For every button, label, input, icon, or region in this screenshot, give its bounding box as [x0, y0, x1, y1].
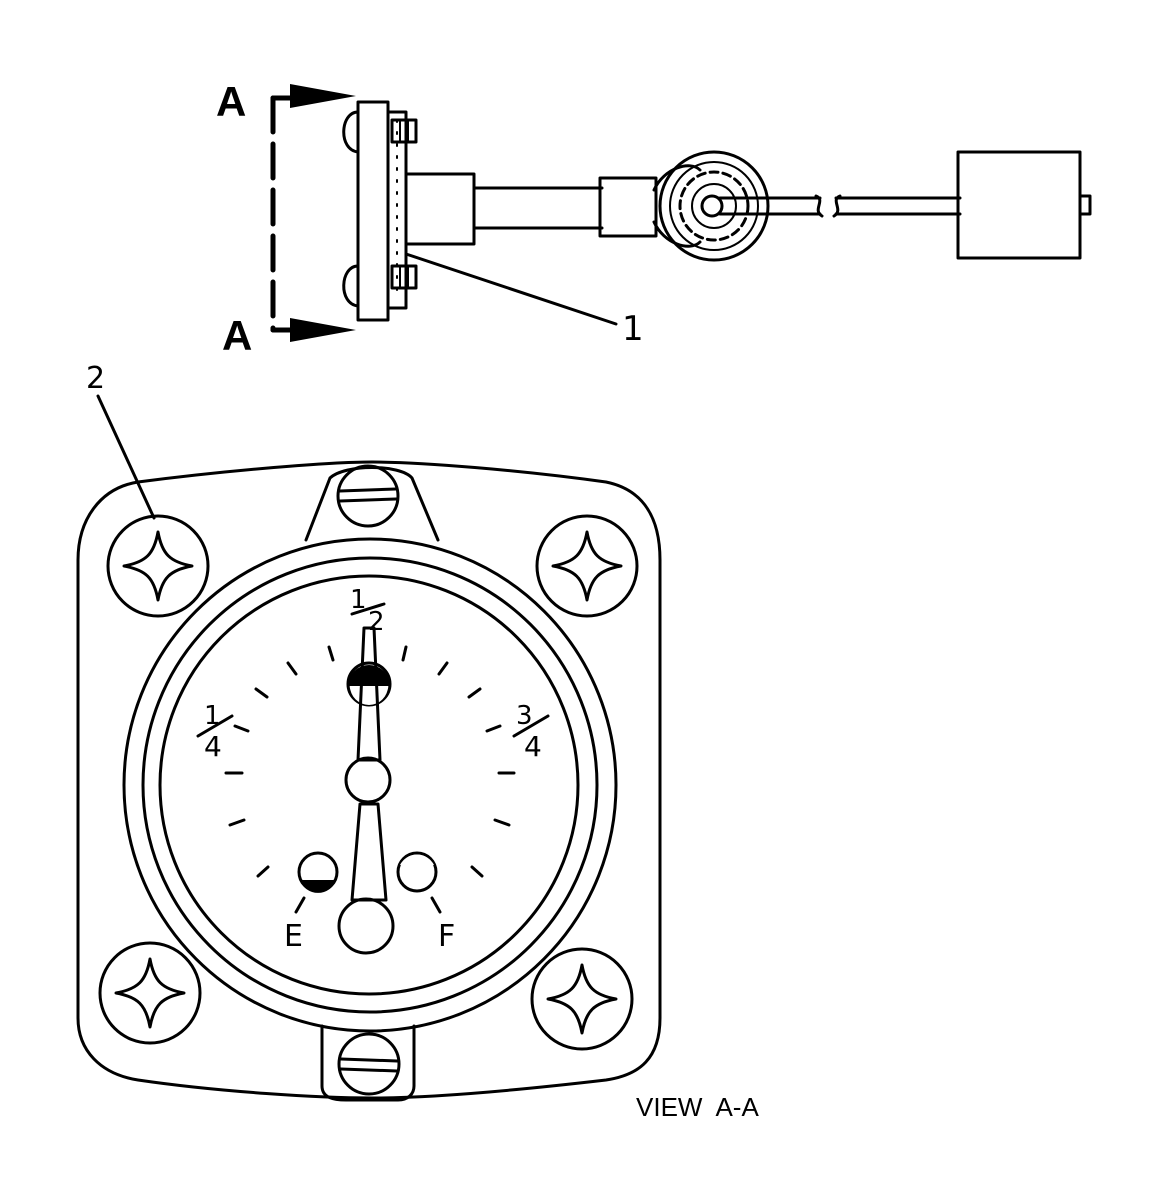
- section-mark-bottom: A: [222, 312, 252, 359]
- callout-leader-1: [404, 252, 618, 326]
- fuel-gauge-front-view: 1 2 1 4 3 4 E F: [76, 460, 662, 1102]
- sender-unit-side-view: [342, 100, 1092, 322]
- mounting-plate: [76, 460, 662, 1100]
- section-arrow-top: [290, 84, 356, 108]
- phillips-screw-top-left: [106, 514, 210, 618]
- svg-text:4: 4: [524, 730, 542, 763]
- section-cut-line: [270, 84, 356, 342]
- dial-label-empty: E: [284, 919, 303, 954]
- phillips-screw-top-right: [535, 514, 639, 618]
- callout-leader-2: [96, 394, 156, 520]
- dial-label-three-quarter: 3 4: [512, 701, 550, 763]
- svg-text:3: 3: [516, 701, 533, 731]
- section-mark-top: A: [216, 78, 246, 125]
- svg-text:1: 1: [350, 585, 367, 615]
- gear-ring: [678, 170, 750, 242]
- view-caption: VIEW A-A: [636, 1092, 759, 1122]
- gauge-bezel: [122, 537, 618, 1033]
- dial-face: [158, 574, 580, 996]
- callout-2: 2: [86, 361, 105, 396]
- dial-label-full: F: [438, 919, 455, 954]
- dial-label-quarter: 1 4: [196, 701, 234, 763]
- phillips-screw-bottom-left: [98, 941, 202, 1045]
- gauge-needle: [337, 626, 395, 955]
- callout-1: 1: [622, 309, 644, 349]
- slotted-screw-bottom: [337, 1032, 401, 1096]
- slotted-screw-top: [336, 464, 400, 528]
- float: [956, 150, 1082, 260]
- phillips-screw-bottom-right: [530, 947, 634, 1051]
- section-arrow-bottom: [290, 318, 356, 342]
- half-indicator-lamp: [346, 661, 392, 707]
- full-indicator-lamp: [396, 851, 438, 893]
- dial-tick-marks: [224, 645, 516, 878]
- svg-text:2: 2: [368, 607, 385, 637]
- svg-text:4: 4: [204, 730, 222, 763]
- empty-indicator-lamp: [297, 851, 339, 893]
